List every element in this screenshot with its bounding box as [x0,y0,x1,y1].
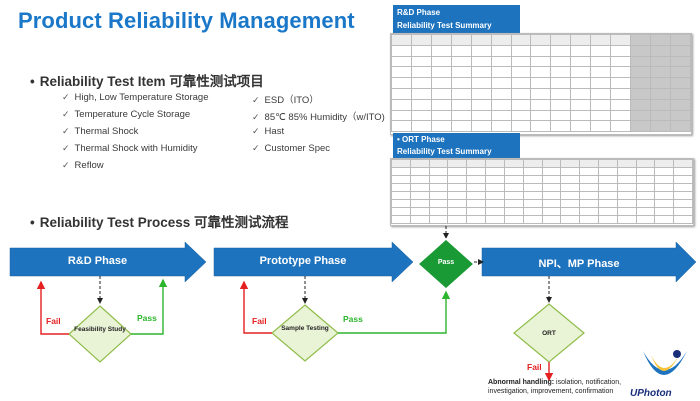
brand-name: UPhoton [630,388,672,399]
bullet-icon: • [30,215,35,230]
abnormal-handling-text: isolation, notification, investigation, … [488,379,622,395]
test-item: ✓85℃ 85% Humidity（w/ITO) [252,112,385,123]
test-item: ✓Thermal Shock [62,126,139,137]
test-process-heading-text: Reliability Test Process 可靠性测试流程 [39,215,289,230]
test-item: ✓Reflow [62,160,104,171]
rnd-phase-arrow [9,241,207,283]
test-item: ✓Thermal Shock with Humidity [62,143,198,154]
uphoton-logo-icon [643,350,687,375]
ort-fail-label: Fail [527,362,542,372]
test-items-left: ✓High, Low Temperature Storage ✓Temperat… [62,92,209,177]
test-item: ✓Hast [252,126,285,137]
check-icon: ✓ [62,160,70,170]
rnd-table-grid [391,34,692,133]
sample-pass-arrow [338,290,451,334]
prototype-phase-arrow [213,241,414,283]
check-icon: ✓ [252,95,260,105]
test-items-right: ✓ESD（ITO） ✓85℃ 85% Humidity（w/ITO) ✓Hast… [252,92,385,160]
test-process-heading: • Reliability Test Process 可靠性测试流程 [30,211,289,231]
feasibility-study-label: Feasibility Study [74,326,126,333]
test-item-heading: • Reliability Test Item 可靠性测试项目 [30,70,264,90]
check-icon: ✓ [252,112,260,122]
feasibility-pass-label: Pass [137,313,157,323]
bullet-icon: • [30,74,35,89]
npi-phase-label: NPI、MP Phase [538,258,620,270]
ort-table-grid [391,159,693,224]
ort-summary-header: • ORT Phase Reliability Test Summary [393,133,520,159]
ort-summary-line1: • ORT Phase [397,135,445,144]
slide-title: Product Reliability Management [18,8,355,33]
abnormal-handling-label: Abnormal handling: [488,379,555,386]
sample-testing-label: Sample Testing [281,325,329,332]
test-item: ✓Customer Spec [252,143,331,154]
check-icon: ✓ [62,143,70,153]
sample-fail-label: Fail [252,316,267,326]
sample-fail-arrow [239,280,272,334]
check-icon: ✓ [62,126,70,136]
test-item-heading-text: Reliability Test Item 可靠性测试项目 [39,74,264,89]
ort-summary-table [390,158,694,226]
check-icon: ✓ [252,126,260,136]
prototype-phase-label: Prototype Phase [259,255,347,267]
check-icon: ✓ [62,109,70,119]
pass-diamond-label: Pass [437,259,455,266]
ort-label: ORT [542,330,556,337]
test-item: ✓ESD（ITO） [252,95,319,106]
feasibility-pass-arrow [131,278,168,335]
rnd-summary-table [390,33,692,135]
check-icon: ✓ [62,92,70,102]
test-item: ✓High, Low Temperature Storage [62,92,209,103]
feasibility-fail-arrow [36,280,69,335]
rnd-summary-header: R&D Phase Reliability Test Summary [393,5,520,33]
abnormal-handling: Abnormal handling: isolation, notificati… [488,378,658,396]
feasibility-fail-label: Fail [46,316,61,326]
sample-testing-diamond [271,304,339,362]
check-icon: ✓ [252,143,260,153]
sample-pass-label: Pass [343,314,363,324]
rnd-phase-label: R&D Phase [67,255,128,267]
npi-phase-arrow [481,241,697,283]
pass-diamond [416,237,476,291]
feasibility-diamond [68,305,132,363]
test-item: ✓Temperature Cycle Storage [62,109,191,120]
